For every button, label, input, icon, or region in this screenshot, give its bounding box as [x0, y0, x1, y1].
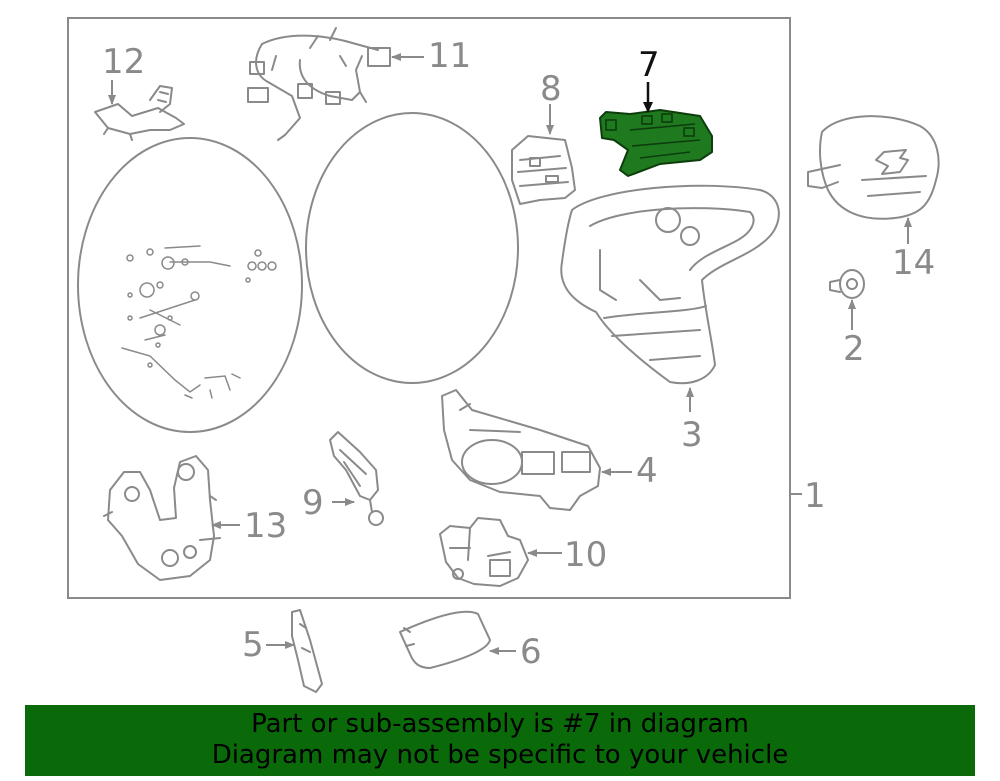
part-12-connector — [94, 85, 185, 141]
part-10-housing — [439, 517, 529, 587]
part-9-paddle — [329, 431, 384, 526]
part-4-lower-cover — [441, 389, 601, 511]
callout-4: 4 — [636, 451, 658, 491]
callout-9: 9 — [302, 483, 324, 523]
part-5-trim-strip — [291, 609, 323, 693]
callout-3: 3 — [681, 415, 703, 455]
banner-line-1: Part or sub-assembly is #7 in diagram — [251, 709, 749, 739]
part-7-highlighted-switch — [599, 109, 713, 177]
part-circle-clockspring — [305, 112, 519, 384]
callout-6: 6 — [520, 632, 542, 672]
part-2-bolt — [829, 269, 865, 299]
callout-13: 13 — [244, 506, 287, 546]
callout-10: 10 — [564, 535, 607, 575]
part-11-wire-harness — [247, 27, 391, 141]
part-14-airbag — [807, 115, 940, 220]
banner-line-2: Diagram may not be specific to your vehi… — [211, 740, 789, 770]
assembly-frame — [67, 17, 791, 599]
part-3-wheel-frame — [560, 184, 780, 385]
callout-1: 1 — [804, 476, 826, 516]
part-6-cover-pad — [399, 610, 491, 669]
callout-14: 14 — [892, 243, 935, 283]
callout-5: 5 — [242, 625, 264, 665]
parts-diagram: 1 2 3 4 5 6 7 8 9 10 11 12 13 14 — [67, 17, 940, 693]
part-8-switch — [511, 135, 576, 205]
leader-lines — [108, 53, 912, 655]
callout-12: 12 — [102, 42, 145, 82]
callout-2: 2 — [843, 329, 865, 369]
info-banner: Part or sub-assembly is #7 in diagram Di… — [25, 705, 975, 776]
callout-11: 11 — [428, 36, 471, 76]
callout-7: 7 — [638, 45, 660, 85]
part-13-bracket — [103, 455, 221, 581]
callout-8: 8 — [540, 69, 562, 109]
part-circle-wiring — [77, 137, 303, 433]
